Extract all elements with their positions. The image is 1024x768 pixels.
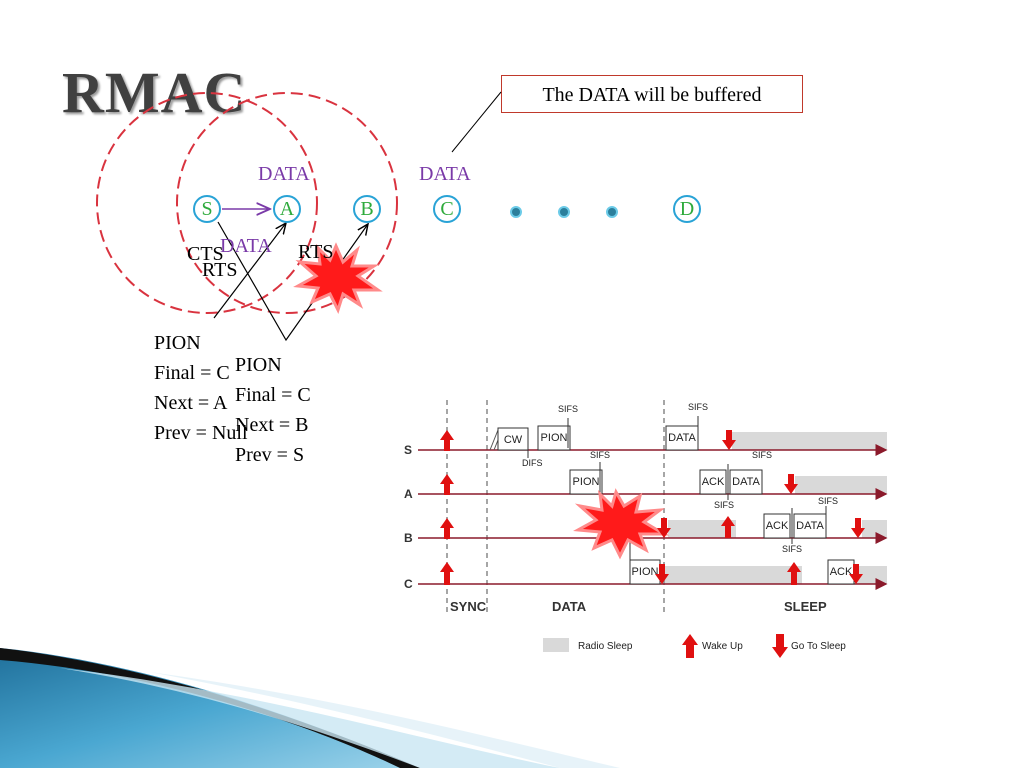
difs-label: DIFS [522, 458, 543, 468]
go-to-sleep-arrow-icon [772, 634, 788, 658]
pion-s-pointer-cts [213, 223, 286, 319]
box-data-a: DATA [732, 476, 760, 488]
phase-label-sleep: SLEEP [784, 599, 827, 614]
pion-s-line-2: Final = C [154, 362, 230, 384]
legend-wake-up: Wake Up [702, 641, 743, 652]
pion-a-line-2: Final = C [235, 384, 311, 406]
box-pion-s: PION [541, 432, 568, 444]
data-label-a: DATA [258, 163, 310, 185]
pion-s-line-1: PION [154, 332, 201, 354]
pion-a-line-3: Next = B [235, 414, 309, 436]
sleep-region-b2 [862, 520, 887, 538]
row-label-c: C [404, 577, 413, 591]
node-c: C [433, 195, 461, 223]
buffer-callout: The DATA will be buffered [501, 75, 803, 113]
box-pion-c: PION [632, 566, 659, 578]
rts-label-b: RTS [298, 241, 334, 263]
pion-a-line-4: Prev = S [235, 444, 305, 466]
sifs-label-7: SIFS [818, 496, 838, 506]
node-s: S [193, 195, 221, 223]
legend-radio-sleep: Radio Sleep [578, 641, 633, 652]
row-label-s: S [404, 443, 412, 457]
box-ack-b: ACK [766, 520, 789, 532]
node-b: B [353, 195, 381, 223]
collision-burst-icon [573, 488, 670, 560]
callout-leader [451, 91, 502, 153]
coverage-circle-a [176, 92, 398, 314]
cts-label: CTS [187, 243, 224, 265]
data-label-c: DATA [419, 163, 471, 185]
sifs-label-6: SIFS [782, 544, 802, 554]
pion-a-line-1: PION [235, 354, 282, 376]
sleep-region-s [732, 432, 887, 450]
ellipsis-dot-3 [606, 206, 618, 218]
legend-go-to-sleep: Go To Sleep [791, 641, 846, 652]
collision-burst-icon [293, 242, 383, 314]
go-to-sleep-arrow-icon [655, 430, 865, 584]
sifs-label-2: SIFS [688, 402, 708, 412]
pion-s-line-3: Next = A [154, 392, 228, 414]
rts-label-s: RTS [202, 259, 238, 281]
box-data-b: DATA [796, 520, 824, 532]
sleep-region-b [668, 520, 736, 538]
phase-label-data: DATA [552, 599, 587, 614]
pion-info-s: PION Final = C Next = A Prev = Null [154, 328, 248, 448]
pion-info-a: PION Final = C Next = B Prev = S [235, 350, 311, 470]
box-ack-a: ACK [702, 476, 725, 488]
pion-s-line-4: Prev = Null [154, 422, 248, 444]
box-cw: CW [504, 434, 523, 446]
ellipsis-dot-2 [558, 206, 570, 218]
ellipsis-dot-1 [510, 206, 522, 218]
box-ack-c: ACK [830, 566, 853, 578]
box-data-s: DATA [668, 432, 696, 444]
node-d: D [673, 195, 701, 223]
sleep-region-a [795, 476, 887, 494]
row-label-b: B [404, 531, 413, 545]
sifs-label-5: SIFS [752, 450, 772, 460]
sifs-label-1: SIFS [558, 404, 578, 414]
phase-label-sync: SYNC [450, 599, 487, 614]
node-a: A [273, 195, 301, 223]
coverage-circle-s [96, 92, 318, 314]
wake-up-arrow-icon [682, 634, 698, 658]
row-label-a: A [404, 487, 413, 501]
box-pion-a: PION [573, 476, 600, 488]
wake-up-arrow-icon [440, 430, 801, 585]
sifs-label-4: SIFS [714, 500, 734, 510]
data-label-lower: DATA [220, 235, 272, 257]
sleep-region-c [662, 566, 802, 584]
legend-radio-sleep-swatch [543, 638, 569, 652]
sifs-label-3: SIFS [590, 450, 610, 460]
